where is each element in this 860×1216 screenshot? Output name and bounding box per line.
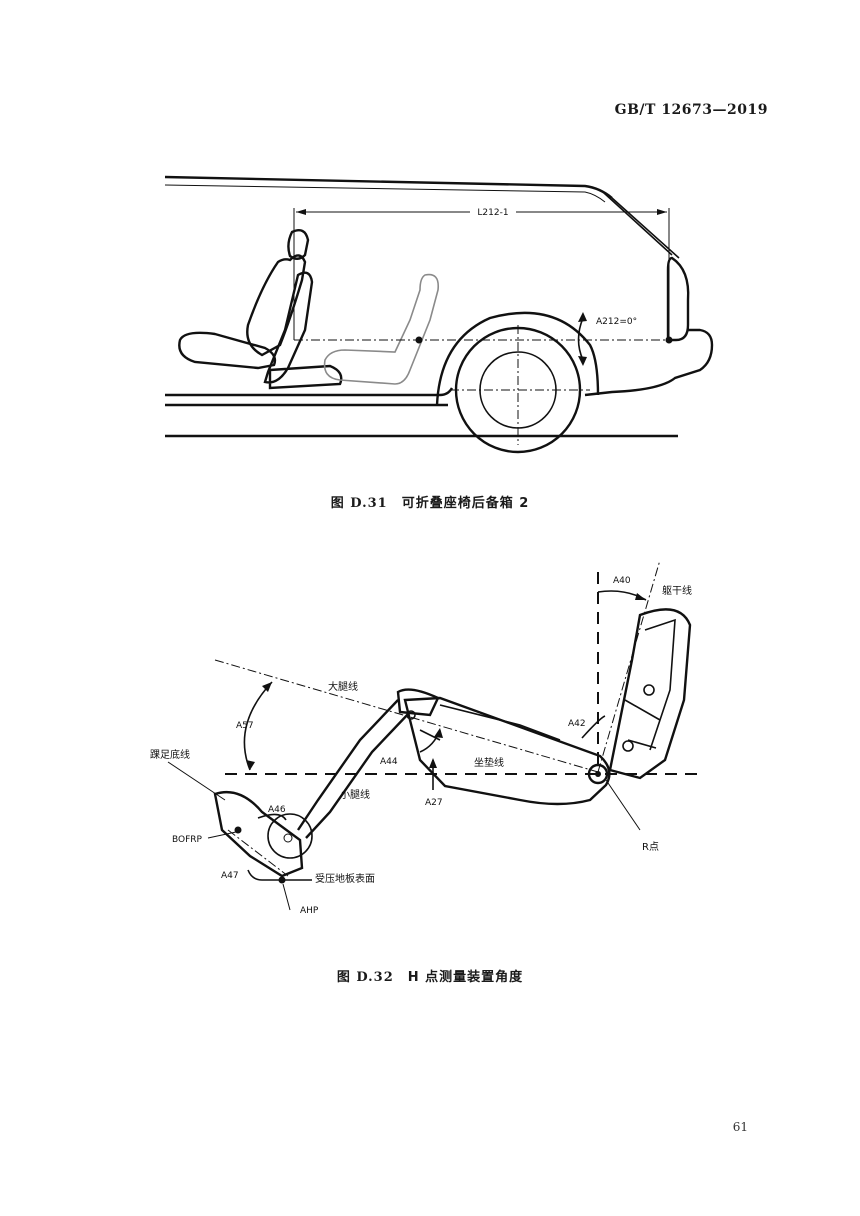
tailgate-glass <box>603 192 680 259</box>
figure-d32-number: 图 D.32 <box>336 970 394 985</box>
manikin-seat-pan <box>403 696 611 806</box>
label-shin-line: 小腿线 <box>340 788 370 801</box>
thigh-bar <box>396 688 440 717</box>
roof-line <box>164 175 613 199</box>
page-number: 61 <box>732 1120 748 1134</box>
label-a27: A27 <box>425 798 443 808</box>
folded-rear-seat <box>263 271 343 390</box>
upright-rear-seat-outline <box>323 273 440 385</box>
shoe-outline <box>213 790 304 878</box>
label-thigh-line: 大腿线 <box>328 680 358 693</box>
figure-d31-number: 图 D.31 <box>330 496 388 511</box>
standard-code: GB/T 12673—2019 <box>614 102 768 118</box>
arc-a40-head <box>635 593 646 600</box>
label-a40: A40 <box>613 576 631 586</box>
arc-a27-head <box>429 758 437 768</box>
manikin-back-inner <box>624 618 676 751</box>
figure-d32-caption: 图 D.32 H 点测量装置角度 <box>0 966 860 985</box>
angle-arrow-a212 <box>577 317 584 361</box>
ankle-circle <box>267 813 313 859</box>
label-l212: L212-1 <box>477 208 508 218</box>
bofrp-marker <box>234 826 242 834</box>
manikin-back-pan <box>608 608 692 780</box>
label-a57: A57 <box>236 721 254 731</box>
leader-lines <box>167 761 641 911</box>
label-a46: A46 <box>268 805 286 815</box>
label-floor-surface: 受压地板表面 <box>315 872 375 885</box>
label-a42: A42 <box>568 719 586 729</box>
label-ankle-line: 踝足底线 <box>150 748 190 761</box>
wheel-centerlines <box>450 325 590 445</box>
reference-point-rear <box>665 336 673 344</box>
torso-line <box>597 559 661 773</box>
front-seat-headrest <box>287 229 310 260</box>
ankle-foot-line <box>227 829 289 877</box>
arc-a47 <box>247 869 263 881</box>
roof-inner-line <box>164 184 606 203</box>
r-point-marker <box>587 763 609 785</box>
label-r-point: R点 <box>642 841 659 853</box>
label-a212: A212=0° <box>596 317 637 327</box>
label-a44: A44 <box>380 757 398 767</box>
floor-line <box>165 387 454 397</box>
reference-point-front <box>415 336 423 344</box>
label-seat-line: 坐垫线 <box>474 756 504 769</box>
label-a47: A47 <box>221 871 239 881</box>
shin-bar <box>297 699 411 839</box>
figure-d32-diagram: A40 躯干线 大腿线 A57 A42 A44 坐垫线 A27 踝足底线 A46… <box>150 559 705 916</box>
figure-d31-diagram: L212-1 A212=0° <box>164 175 714 454</box>
ankle-pivot <box>283 833 293 843</box>
arc-a44-head <box>434 728 443 738</box>
label-torso-line: 躯干线 <box>662 584 692 597</box>
label-ahp: AHP <box>300 906 319 916</box>
rear-bumper <box>584 328 714 397</box>
label-bofrp: BOFRP <box>172 835 203 845</box>
figure-d32-title: H 点测量装置角度 <box>407 970 524 985</box>
arc-a42 <box>581 715 606 739</box>
figure-d31-title: 可折叠座椅后备箱 2 <box>401 496 530 511</box>
back-pivot-1 <box>643 684 655 696</box>
arc-a46 <box>257 813 287 821</box>
front-seat-cushion <box>178 331 277 370</box>
ahp-marker <box>278 876 286 884</box>
wheel-arch <box>435 311 600 406</box>
figure-d31-caption: 图 D.31 可折叠座椅后备箱 2 <box>0 492 860 511</box>
tail-light <box>666 256 690 342</box>
arc-a57-heads <box>246 682 272 770</box>
back-pivot-2 <box>622 740 634 752</box>
front-seat-back <box>246 254 307 357</box>
r-point-center <box>595 771 601 777</box>
